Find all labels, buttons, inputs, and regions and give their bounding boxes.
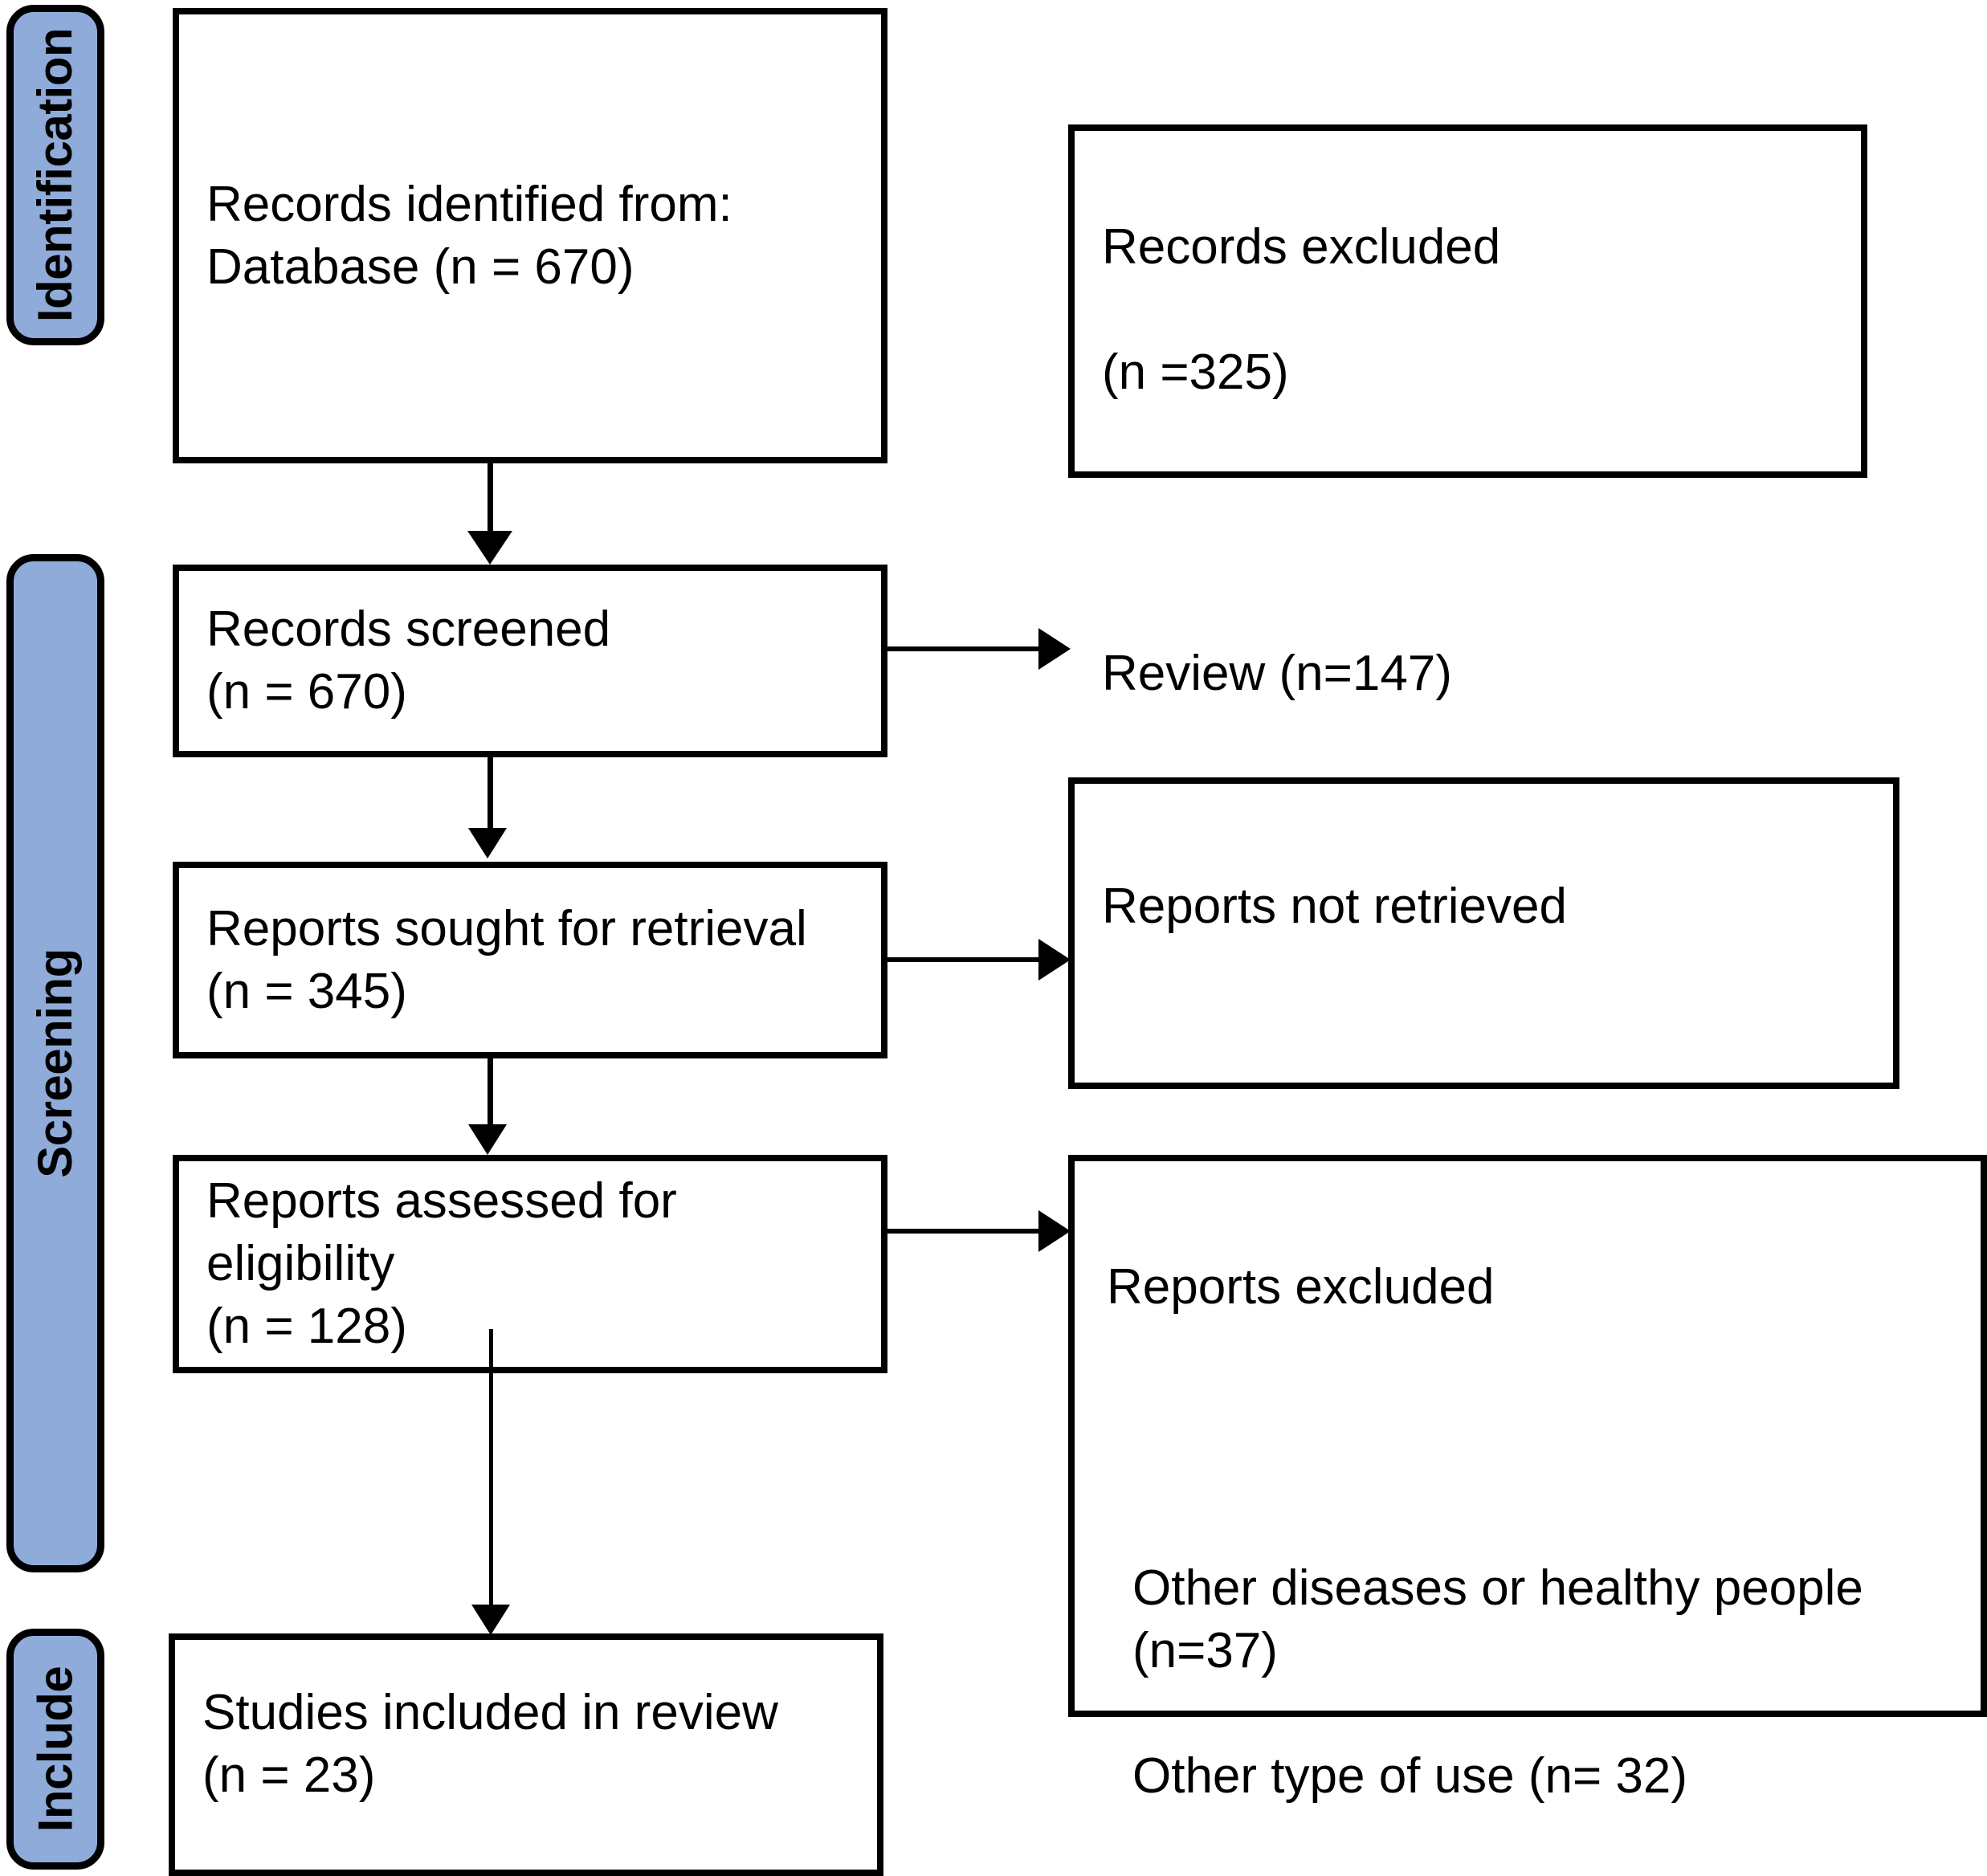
arrowhead-sought-to-reports-not-retrieved	[1038, 939, 1071, 981]
arrowhead-assessed-to-reports-excluded	[1038, 1210, 1071, 1252]
box-reports-excluded: Reports excluded Other diseases or healt…	[1068, 1155, 1987, 1876]
box-reports-sought: Reports sought for retrieval (n = 345)	[173, 862, 887, 1058]
box-studies-included-text: Studies included in review (n = 23)	[202, 1685, 778, 1804]
box-records-screened: Records screened (n = 670)	[173, 565, 887, 757]
stage-label-identification: Identification	[28, 27, 82, 323]
reason-item: Review (n=147)	[1102, 645, 1452, 701]
box-reports-not-retrieved: Reports not retrieved Not related (n = 2…	[1068, 777, 1899, 1360]
stage-tab-screening: Screening	[6, 554, 104, 1572]
stage-tab-include: Include	[6, 1629, 104, 1870]
blank-line	[1102, 1001, 1879, 1050]
arrowhead-screened-to-sought	[468, 828, 507, 858]
box-records-excluded-title: Records excluded	[1102, 219, 1501, 275]
reason-item: Other type of use (n= 32)	[1132, 1748, 1687, 1804]
connector-assessed-to-reports-excluded	[887, 1229, 1042, 1234]
box-records-identified-text: Records identified from: Database (n = 6…	[206, 176, 732, 295]
blank-line	[1107, 1381, 1973, 1431]
stage-tab-identification: Identification	[6, 5, 104, 345]
box-records-excluded-count: (n =325)	[1102, 345, 1289, 401]
arrowhead-identified-to-screened	[467, 531, 512, 565]
box-reports-excluded-body: Reports excluded Other diseases or healt…	[1107, 1193, 1973, 1876]
connector-sought-to-assessed	[488, 1058, 493, 1127]
arrowhead-screened-to-records-excluded	[1038, 628, 1071, 670]
connector-screened-to-sought	[488, 757, 493, 831]
box-reports-assessed-text: Reports assessed for eligibility (n = 12…	[206, 1172, 677, 1355]
blank-line	[1102, 467, 1846, 517]
stage-label-include: Include	[28, 1666, 82, 1833]
arrowhead-sought-to-assessed	[468, 1124, 507, 1155]
box-reports-sought-text: Reports sought for retrieval (n = 345)	[206, 900, 807, 1019]
connector-screened-to-records-excluded	[887, 646, 1042, 651]
box-studies-included: Studies included in review (n = 23)	[169, 1633, 883, 1876]
box-records-screened-text: Records screened (n = 670)	[206, 601, 611, 720]
box-reports-excluded-reasons: Other diseases or healthy people (n=37) …	[1107, 1494, 1973, 1876]
box-reports-excluded-title: Reports excluded	[1107, 1259, 1495, 1315]
connector-assessed-to-included	[489, 1329, 493, 1610]
box-reports-assessed: Reports assessed for eligibility (n = 12…	[173, 1155, 887, 1373]
arrowhead-assessed-to-included	[471, 1605, 510, 1635]
box-records-identified: Records identified from: Database (n = 6…	[173, 8, 887, 463]
box-reports-not-retrieved-title: Reports not retrieved	[1102, 879, 1567, 935]
reason-item: Other diseases or healthy people (n=37)	[1132, 1560, 1863, 1678]
stage-label-screening: Screening	[28, 948, 83, 1178]
connector-identified-to-screened	[488, 463, 493, 534]
box-records-excluded: Records excluded (n =325) Review (n=147)…	[1068, 124, 1867, 1203]
connector-sought-to-reports-not-retrieved	[887, 957, 1042, 962]
reason-item: Other type of intervention (n = 23)	[1107, 1870, 1973, 1876]
